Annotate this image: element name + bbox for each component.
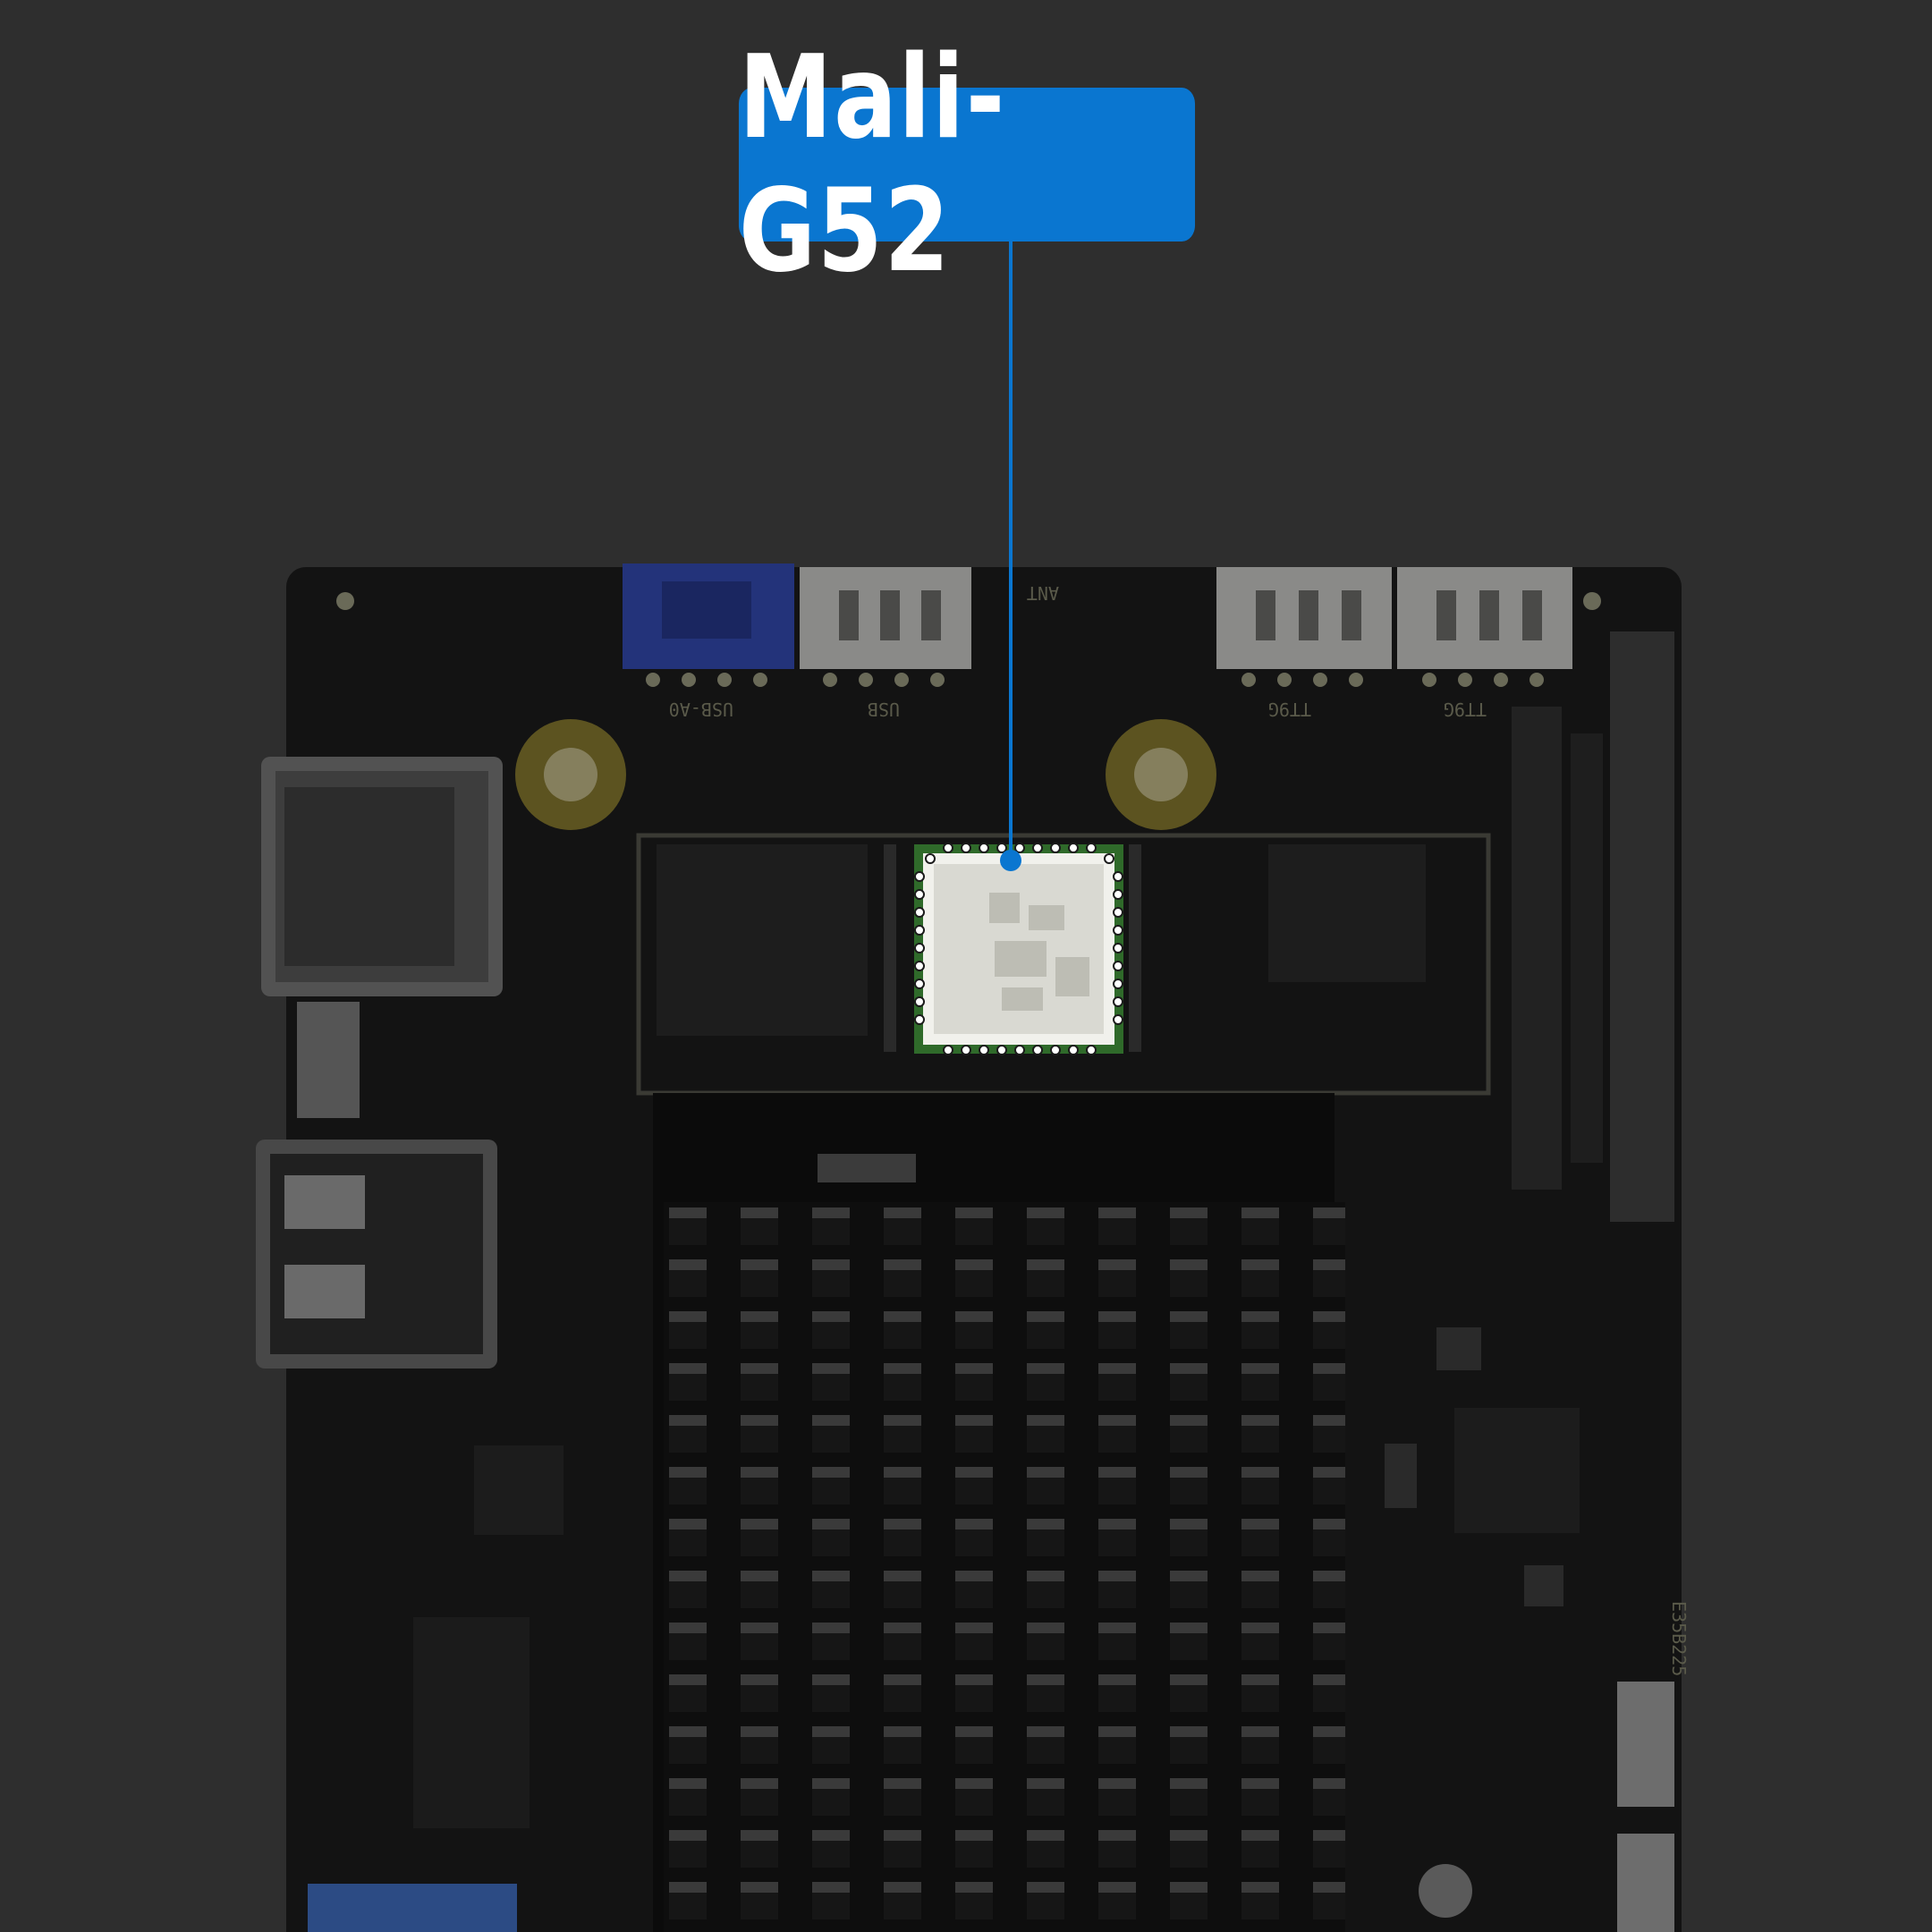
- silk-usb-a0: USB-A0: [669, 699, 733, 720]
- heatsink: [653, 1093, 1345, 1932]
- silk-ant: ANT: [1027, 582, 1059, 604]
- gpu-callout-label: Mali-G52: [738, 31, 1196, 298]
- callout-dot: [1000, 850, 1021, 871]
- top-connectors: [623, 564, 1572, 687]
- silk-tt-1: TT9G: [1268, 699, 1311, 720]
- lower-left-chips: [413, 1445, 564, 1828]
- silk-usb: USB: [868, 699, 900, 720]
- memory-chip-right: [1268, 844, 1426, 982]
- gpu-chip: [914, 843, 1123, 1055]
- left-ports: [256, 757, 517, 1932]
- soc-module: [636, 833, 1491, 1096]
- silkscreen-labels: USB-A0 USB TT9G TT9G ANT E35B225: [669, 582, 1690, 1676]
- silk-tt-2: TT9G: [1444, 699, 1487, 720]
- right-connectors: [1385, 631, 1674, 1932]
- silk-board-code: E35B225: [1668, 1601, 1690, 1676]
- memory-chip-left: [657, 844, 868, 1036]
